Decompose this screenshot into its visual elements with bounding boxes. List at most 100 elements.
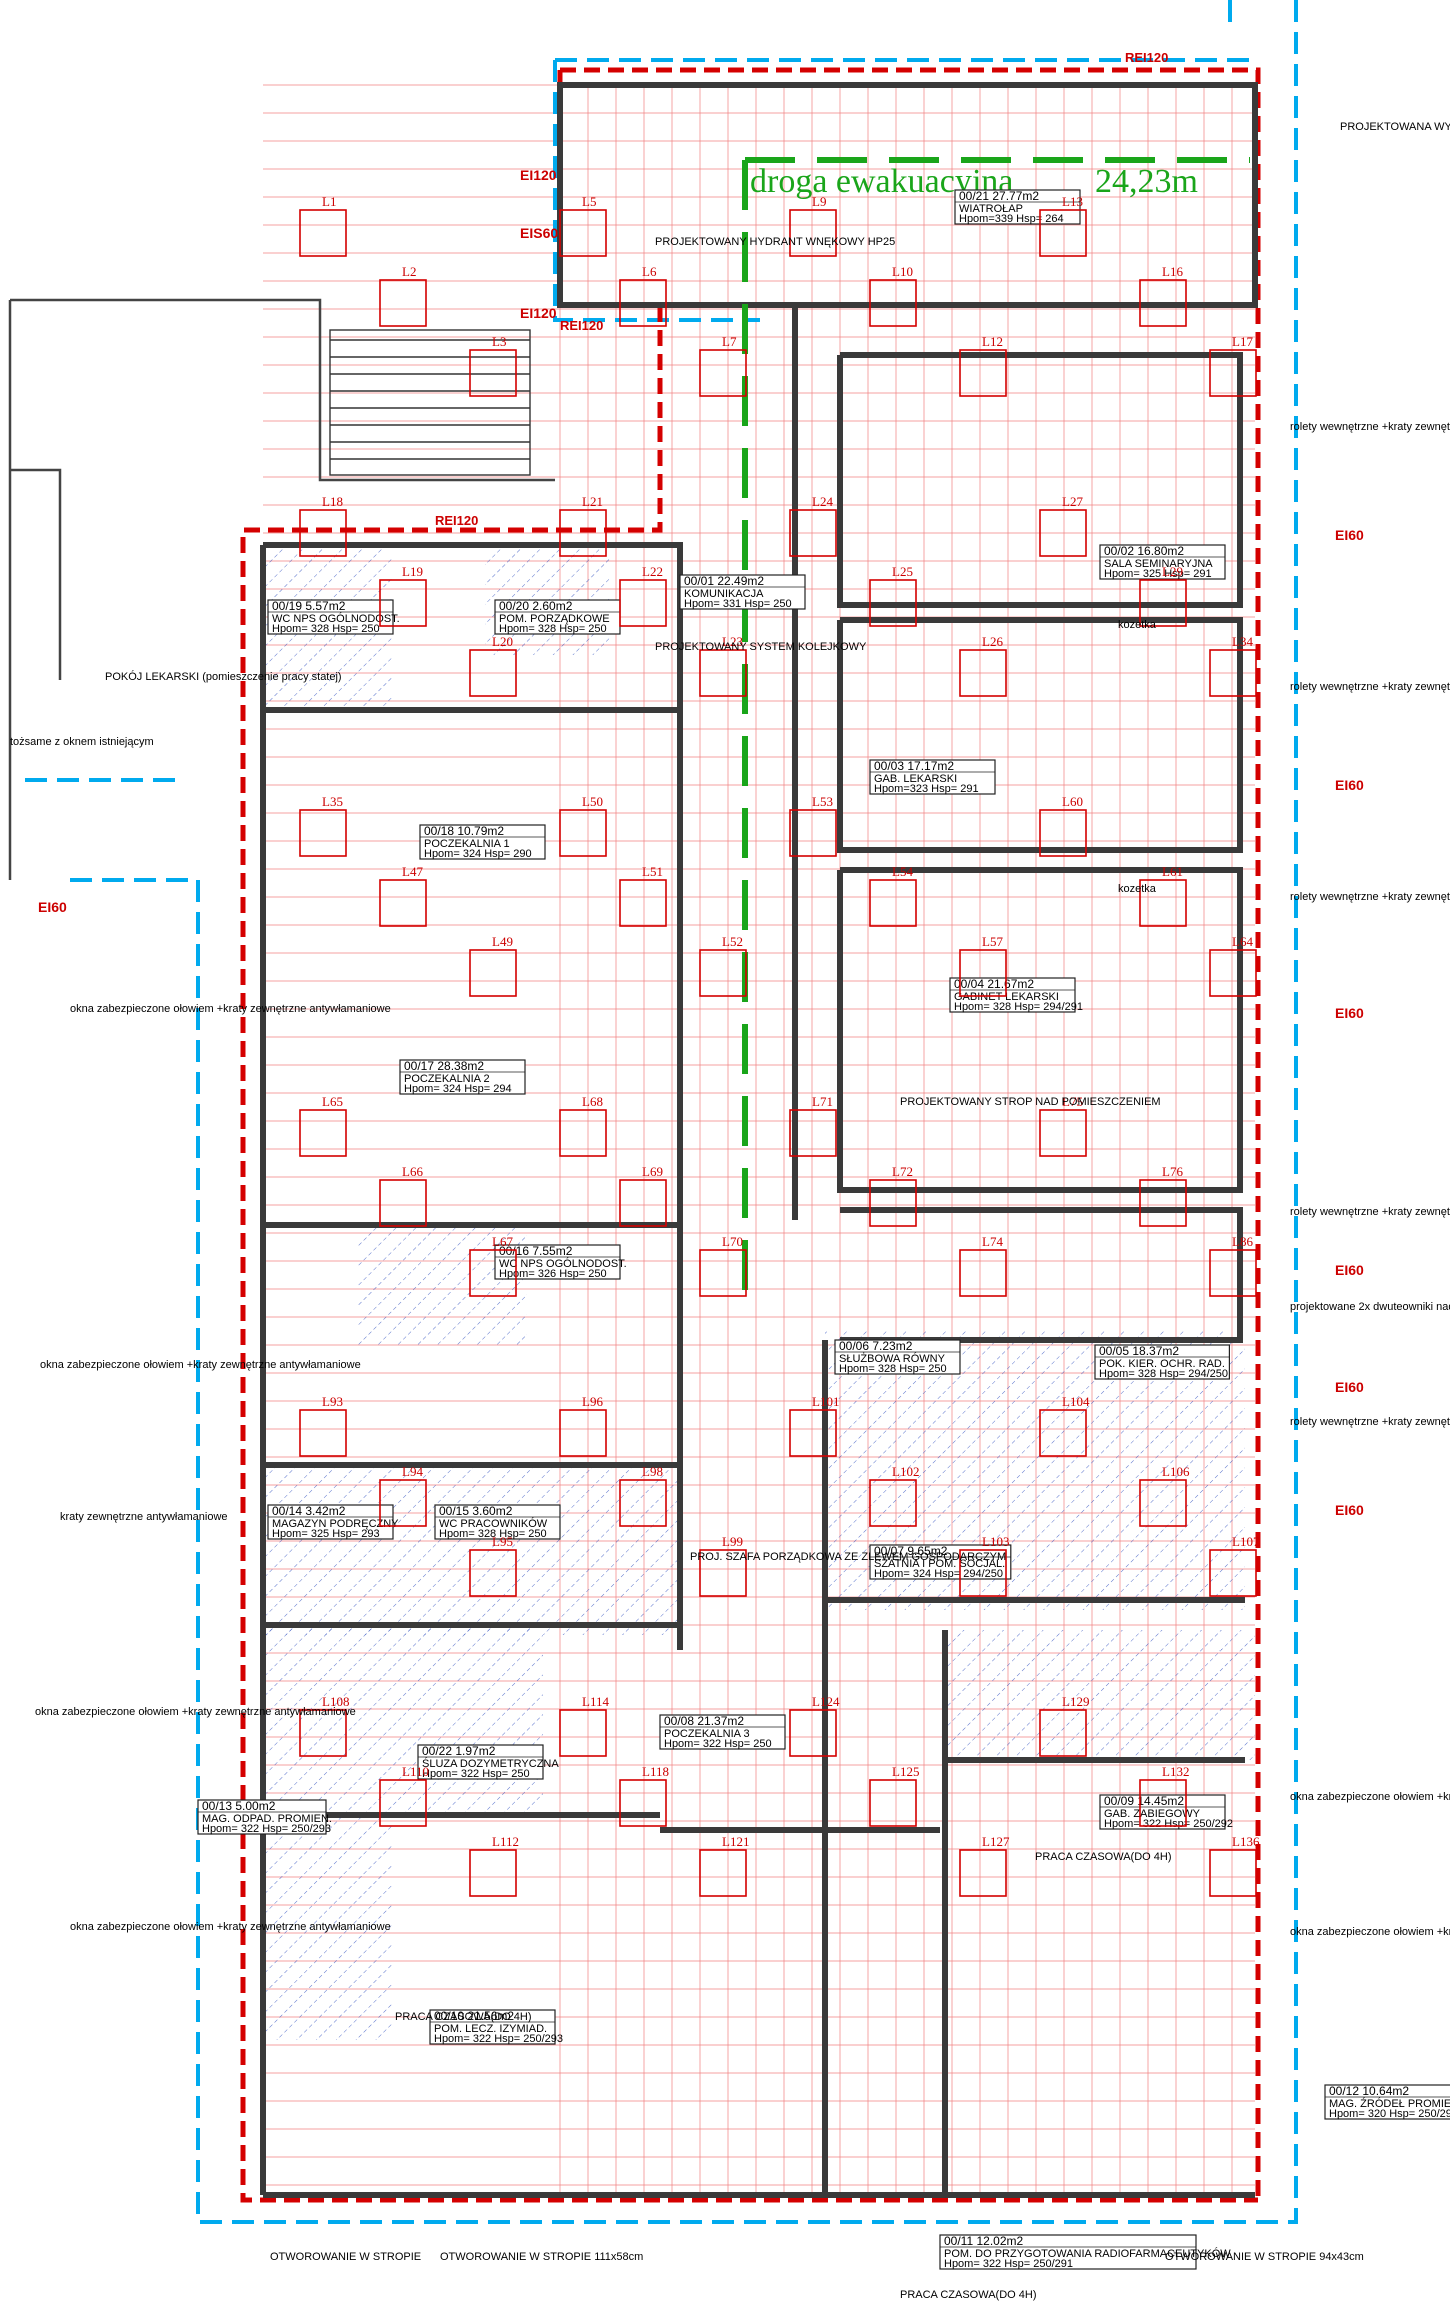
- room-name: GAB. ZABIEGOWY: [1104, 1808, 1201, 1820]
- ei60-label: EI60: [1335, 777, 1364, 793]
- room-name: POM. LECZ. IZYMIAD.: [434, 2023, 547, 2035]
- room-heights: Hpom= 322 Hsp= 250/293: [202, 1823, 331, 1835]
- lamp-label: L12: [982, 334, 1003, 349]
- lamp-fixture: L112: [469, 1834, 519, 1897]
- room-name: WIATROŁAP: [959, 203, 1023, 215]
- lamp-label: L72: [892, 1164, 913, 1179]
- room-heights: Hpom= 322 Hsp= 250: [664, 1738, 772, 1750]
- lamp-label: L23: [722, 634, 743, 649]
- lamp-label: L57: [982, 934, 1003, 949]
- room-heights: Hpom=323 Hsp= 291: [874, 783, 979, 795]
- lamp-label: L24: [812, 494, 833, 509]
- lamp-label: L9: [812, 194, 826, 209]
- cleaning-cabinet-label: PROJ. SZAFA PORZĄDKOWA ZE ZLEWEM GOSPODA…: [690, 1551, 1006, 1563]
- lamp-label: L53: [812, 794, 833, 809]
- lamp-fixture: L34: [1209, 634, 1257, 697]
- room-heights: Hpom= 324 Hsp= 294/250: [874, 1568, 1003, 1580]
- lamp-label: L125: [892, 1764, 919, 1779]
- lamp-label: L22: [642, 564, 663, 579]
- lamp-label: L20: [492, 634, 513, 649]
- room-heights: Hpom= 325 Hsp= 293: [272, 1528, 380, 1540]
- right-note: projektowane 2x dwuteowniki nad nadproże…: [1290, 1301, 1450, 1313]
- doctor-room-label: POKÓJ LEKARSKI (pomieszczenie pracy stat…: [105, 670, 342, 683]
- room-name: POCZEKALNIA 3: [664, 1728, 750, 1740]
- lamp-label: L110: [402, 1764, 429, 1779]
- room-name: WC PRACOWNIKÓW: [439, 1517, 548, 1530]
- lamp-fixture: L50: [559, 794, 607, 857]
- lamp-fixture: L124: [789, 1694, 840, 1757]
- building-outline: [25, 0, 1298, 2224]
- lamp-label: L66: [402, 1164, 423, 1179]
- lamp-label: L3: [492, 334, 506, 349]
- lamp-label: L13: [1062, 194, 1083, 209]
- lamp-fixture: L101: [789, 1394, 839, 1457]
- couch-label: kozetka: [1118, 883, 1157, 895]
- lamp-label: L74: [982, 1234, 1003, 1249]
- lamp-fixture: L47: [379, 864, 427, 927]
- ei60-label: EI60: [38, 899, 67, 915]
- room-code: 00/14 3.42m2: [272, 1504, 346, 1518]
- lamp-fixture: L93: [299, 1394, 347, 1457]
- lamp-fixture: L53: [789, 794, 837, 857]
- room-heights: Hpom= 328 Hsp= 250: [839, 1363, 947, 1375]
- room-code: 00/07 9.65m2: [874, 1544, 948, 1558]
- lamp-fixture: L54: [869, 864, 917, 927]
- lamp-label: L95: [492, 1534, 513, 1549]
- right-notes: rolety wewnętrzne +kraty zewnętrzne anty…: [1290, 421, 1450, 1938]
- rei120-label: REI120: [435, 513, 478, 528]
- lamp-fixture: L106: [1139, 1464, 1190, 1527]
- lamp-fixture: L9: [789, 194, 837, 257]
- lamp-label: L118: [642, 1764, 669, 1779]
- room-heights: Hpom= 320 Hsp= 250/290: [1329, 2108, 1450, 2120]
- room-code: 00/22 1.97m2: [422, 1744, 496, 1758]
- canopy-label: PROJEKTOWANA WYMIANA ZADASZENIA NAD WEJŚ…: [1340, 120, 1450, 133]
- ei60-label: EI60: [1335, 1262, 1364, 1278]
- lamp-fixture: L94: [379, 1464, 427, 1527]
- lamp-fixture: L70: [699, 1234, 747, 1297]
- room-name: SZATNIA I POM. SOCJAL.: [874, 1558, 1005, 1570]
- room-code: 00/01 22.49m2: [684, 574, 764, 588]
- lamp-fixture: L129: [1039, 1694, 1089, 1757]
- room-name: MAG. ŹRÓDEŁ PROMIEN.: [1329, 2097, 1450, 2110]
- lamp-label: L136: [1232, 1834, 1260, 1849]
- lamp-fixture: L13: [1039, 194, 1087, 257]
- lamp-label: L5: [582, 194, 596, 209]
- room-heights: Hpom= 328 Hsp= 250: [439, 1528, 547, 1540]
- rei120-label: REI120: [1125, 50, 1168, 65]
- lamp-label: L16: [1162, 264, 1183, 279]
- lamp-label: L106: [1162, 1464, 1190, 1479]
- lamp-label: L34: [1232, 634, 1253, 649]
- lamp-label: L101: [812, 1394, 839, 1409]
- lamp-fixture: L69: [619, 1164, 667, 1227]
- lamp-label: L60: [1062, 794, 1083, 809]
- lamp-fixture: L65: [299, 1094, 347, 1157]
- lamp-fixture: L75: [1039, 1094, 1087, 1157]
- lamp-label: L129: [1062, 1694, 1089, 1709]
- room-code: 00/19 5.57m2: [272, 599, 346, 613]
- lamp-fixture: L121: [699, 1834, 749, 1897]
- lamp-fixture: L22: [619, 564, 667, 627]
- identical-window-label: tożsame z oknem istniejącym: [10, 736, 154, 748]
- couch-label: kozetka: [1118, 619, 1157, 631]
- room-code: 00/21 27.77m2: [959, 189, 1039, 203]
- lamp-label: L103: [982, 1534, 1009, 1549]
- lamp-label: L27: [1062, 494, 1083, 509]
- lamp-fixture: L108: [299, 1694, 349, 1757]
- room-code: 00/20 2.60m2: [499, 599, 573, 613]
- lamp-label: L54: [892, 864, 913, 879]
- room-code: 00/03 17.17m2: [874, 759, 954, 773]
- room-heights: Hpom= 322 Hsp= 250/292: [1104, 1818, 1233, 1830]
- lamp-label: L127: [982, 1834, 1010, 1849]
- lamp-label: L76: [1162, 1164, 1183, 1179]
- room-heights: Hpom=339 Hsp= 264: [959, 213, 1064, 225]
- queue-system-label: PROJEKTOWANY SYSTEM KOLEJKOWY: [655, 641, 867, 653]
- lamp-fixture: L7: [699, 334, 747, 397]
- lamp-label: L99: [722, 1534, 743, 1549]
